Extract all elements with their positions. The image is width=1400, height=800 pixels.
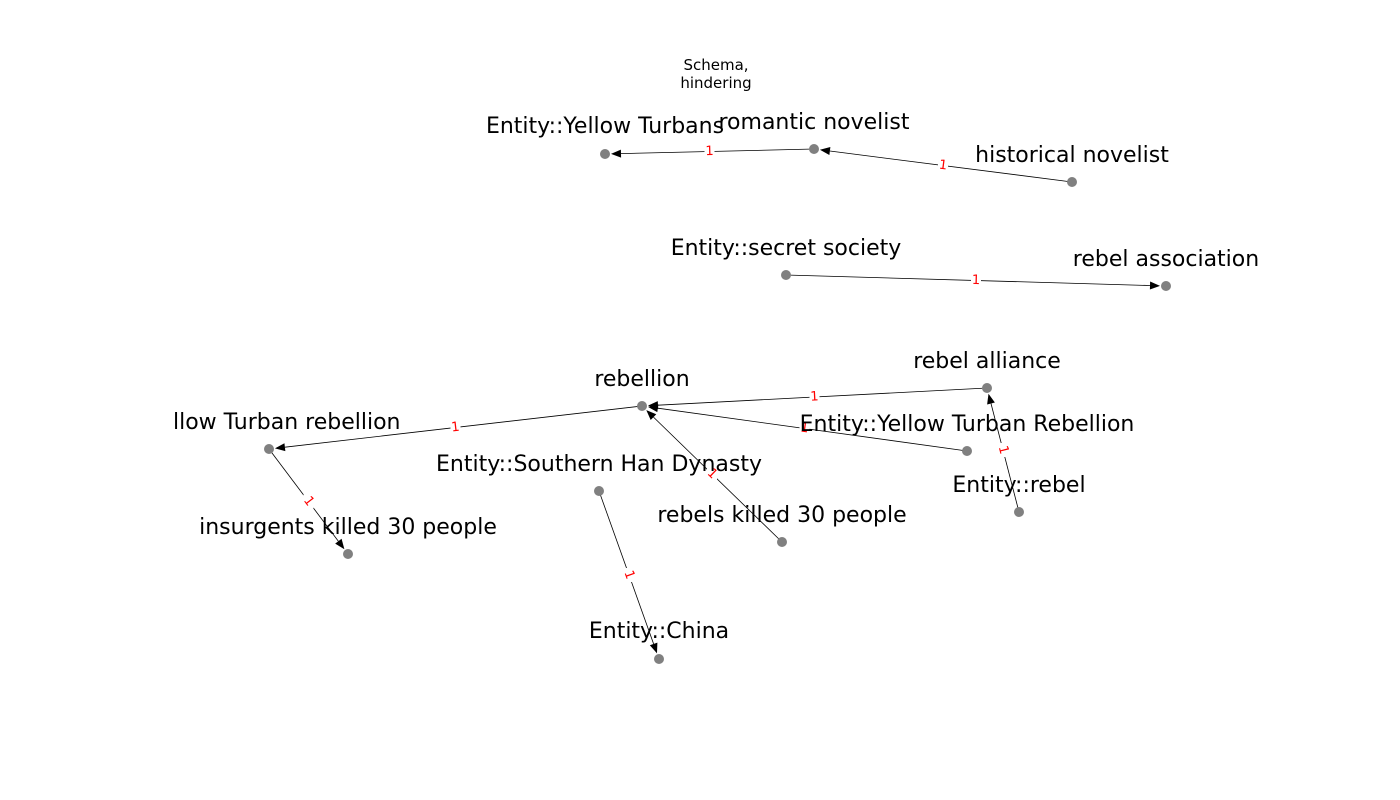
edge-weight-label: 1	[810, 389, 819, 404]
node-rebel_alliance[interactable]	[982, 383, 992, 393]
edge-weight-label: 1	[705, 144, 714, 159]
edge-arrowhead-icon	[274, 443, 286, 452]
edge-rebels_killed-to-rebellion: 1	[646, 410, 783, 543]
node-southern_han[interactable]	[594, 486, 604, 496]
node-label-historical_novelist: historical novelist	[975, 143, 1169, 168]
node-yellow_turban_rebellion_lc[interactable]	[264, 444, 274, 454]
edge-rebel_alliance-to-rebellion: 1	[647, 387, 988, 410]
node-label-southern_han: Entity::Southern Han Dynasty	[436, 452, 762, 477]
edge-label-background	[450, 420, 461, 435]
graph-title-line-2: hindering	[680, 74, 751, 92]
node-yellow_turbans[interactable]	[600, 149, 610, 159]
edge-line	[785, 274, 1151, 286]
edge-label-background	[799, 421, 810, 436]
edge-label-background	[971, 273, 981, 288]
node-label-rebels_killed: rebels killed 30 people	[657, 503, 906, 528]
node-rebel_association[interactable]	[1161, 281, 1171, 291]
edge-line	[620, 148, 815, 155]
edge-line	[657, 387, 988, 406]
edge-arrowhead-icon	[610, 149, 622, 158]
node-yellow_turban_rebellion_entity[interactable]	[962, 446, 972, 456]
graph-title: Schema, hindering	[680, 56, 751, 92]
edge-line	[598, 490, 654, 645]
edge-weight-label: 1	[451, 420, 461, 436]
edge-romantic_novelist-to-yellow_turbans: 1	[610, 144, 815, 159]
edge-arrowhead-icon	[987, 393, 995, 405]
node-label-yellow_turbans: Entity::Yellow Turbans	[486, 114, 724, 139]
edge-weight-label: 1	[995, 444, 1012, 456]
node-rebels_killed[interactable]	[777, 537, 787, 547]
node-china[interactable]	[654, 654, 664, 664]
node-secret_society[interactable]	[781, 270, 791, 280]
edge-arrowhead-icon	[819, 147, 831, 155]
edge-label-background	[624, 568, 634, 582]
node-label-rebel_association: rebel association	[1073, 247, 1259, 272]
node-label-secret_society: Entity::secret society	[671, 236, 902, 261]
edge-secret_society-to-rebel_association: 1	[785, 273, 1161, 290]
graph-title-line-1: Schema,	[683, 56, 748, 74]
edge-historical_novelist-to-romantic_novelist: 1	[819, 147, 1073, 183]
edge-weight-label: 1	[938, 158, 948, 174]
node-label-yellow_turban_rebellion_entity: Entity::Yellow Turban Rebellion	[800, 412, 1135, 437]
edge-arrowhead-icon	[646, 410, 657, 421]
node-label-rebel_alliance: rebel alliance	[913, 349, 1061, 374]
edge-southern_han-to-china: 1	[598, 490, 658, 654]
edge-rebel-to-rebel_alliance: 1	[987, 393, 1020, 513]
edge-label-background	[707, 467, 717, 481]
edge-arrowhead-icon	[647, 404, 659, 413]
edge-arrowhead-icon	[1149, 281, 1161, 290]
edge-arrowhead-icon	[649, 642, 658, 654]
edge-label-background	[938, 158, 948, 173]
edge-label-background	[809, 390, 820, 404]
node-romantic_novelist[interactable]	[809, 144, 819, 154]
edge-line	[657, 407, 968, 452]
edge-line	[284, 405, 643, 448]
edge-weight-label: 1	[972, 273, 981, 288]
edge-yellow_turban_rebellion_lc-to-insurgents_killed: 1	[268, 448, 345, 550]
edge-yellow_turban_rebellion_entity-to-rebellion: 1	[647, 404, 968, 452]
edge-line	[990, 403, 1020, 513]
edge-line	[829, 150, 1073, 183]
node-insurgents_killed[interactable]	[343, 549, 353, 559]
node-label-rebel: Entity::rebel	[952, 473, 1085, 498]
node-label-romantic_novelist: romantic novelist	[719, 110, 910, 135]
edge-weight-label: 1	[799, 421, 809, 437]
edge-label-background	[998, 443, 1008, 457]
nodes-layer	[264, 144, 1171, 664]
edge-rebellion-to-yellow_turban_rebellion_lc: 1	[274, 405, 643, 452]
node-label-yellow_turban_rebellion_lc: llow Turban rebellion	[173, 410, 400, 435]
edge-label-background	[303, 494, 314, 509]
node-rebellion[interactable]	[637, 401, 647, 411]
edge-label-background	[704, 144, 715, 159]
edge-line	[653, 416, 783, 543]
node-label-rebellion: rebellion	[594, 367, 689, 392]
node-historical_novelist[interactable]	[1067, 177, 1077, 187]
edge-arrowhead-icon	[335, 538, 345, 550]
node-rebel[interactable]	[1014, 507, 1024, 517]
node-label-insurgents_killed: insurgents killed 30 people	[199, 515, 497, 540]
node-label-china: Entity::China	[589, 619, 729, 644]
